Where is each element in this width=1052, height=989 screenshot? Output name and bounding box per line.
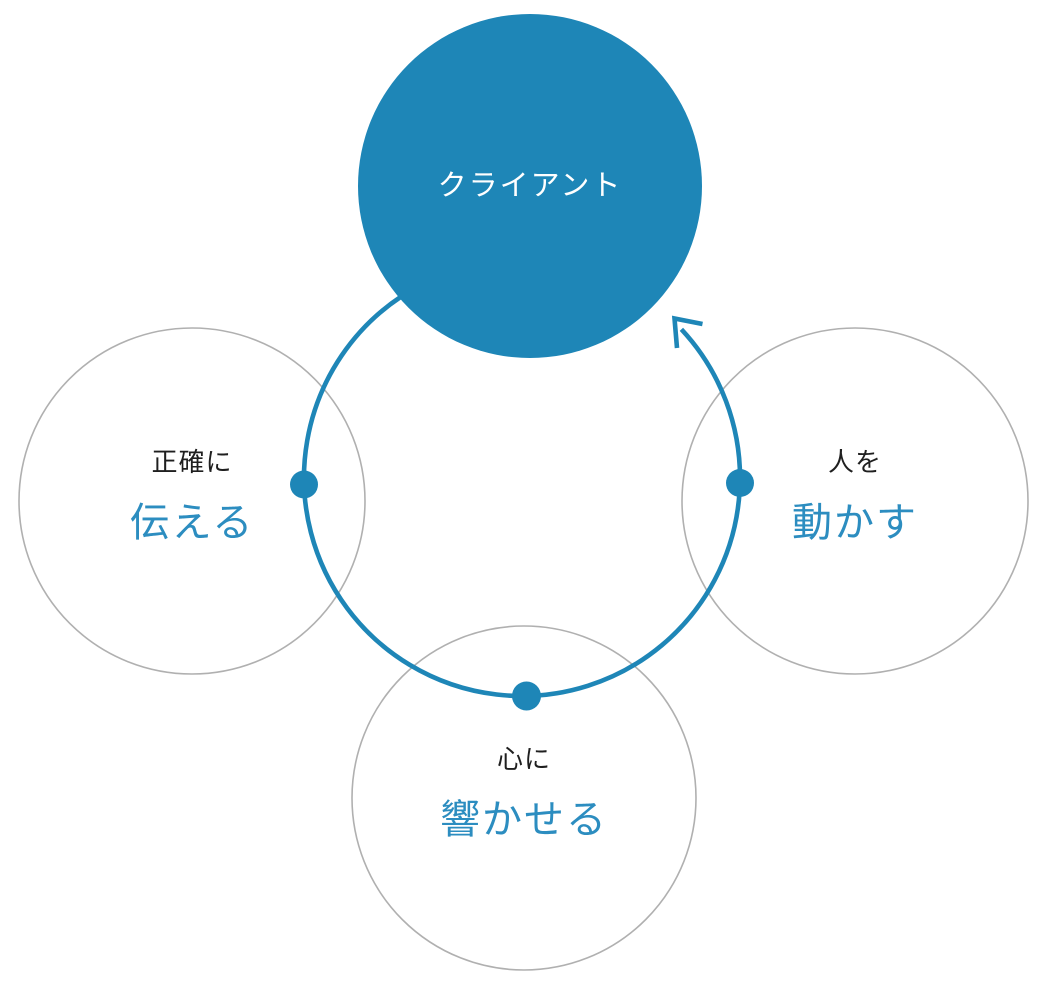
circle-bottom-outline bbox=[351, 625, 697, 971]
circle-left-outline bbox=[18, 327, 366, 675]
arc-dot-bottom bbox=[512, 681, 541, 711]
arrow-head-icon bbox=[671, 315, 703, 349]
arc-dot-left bbox=[290, 470, 318, 499]
circle-right-outline bbox=[681, 327, 1029, 675]
arc-dot-right bbox=[726, 469, 754, 497]
circle-top-filled bbox=[358, 14, 702, 358]
